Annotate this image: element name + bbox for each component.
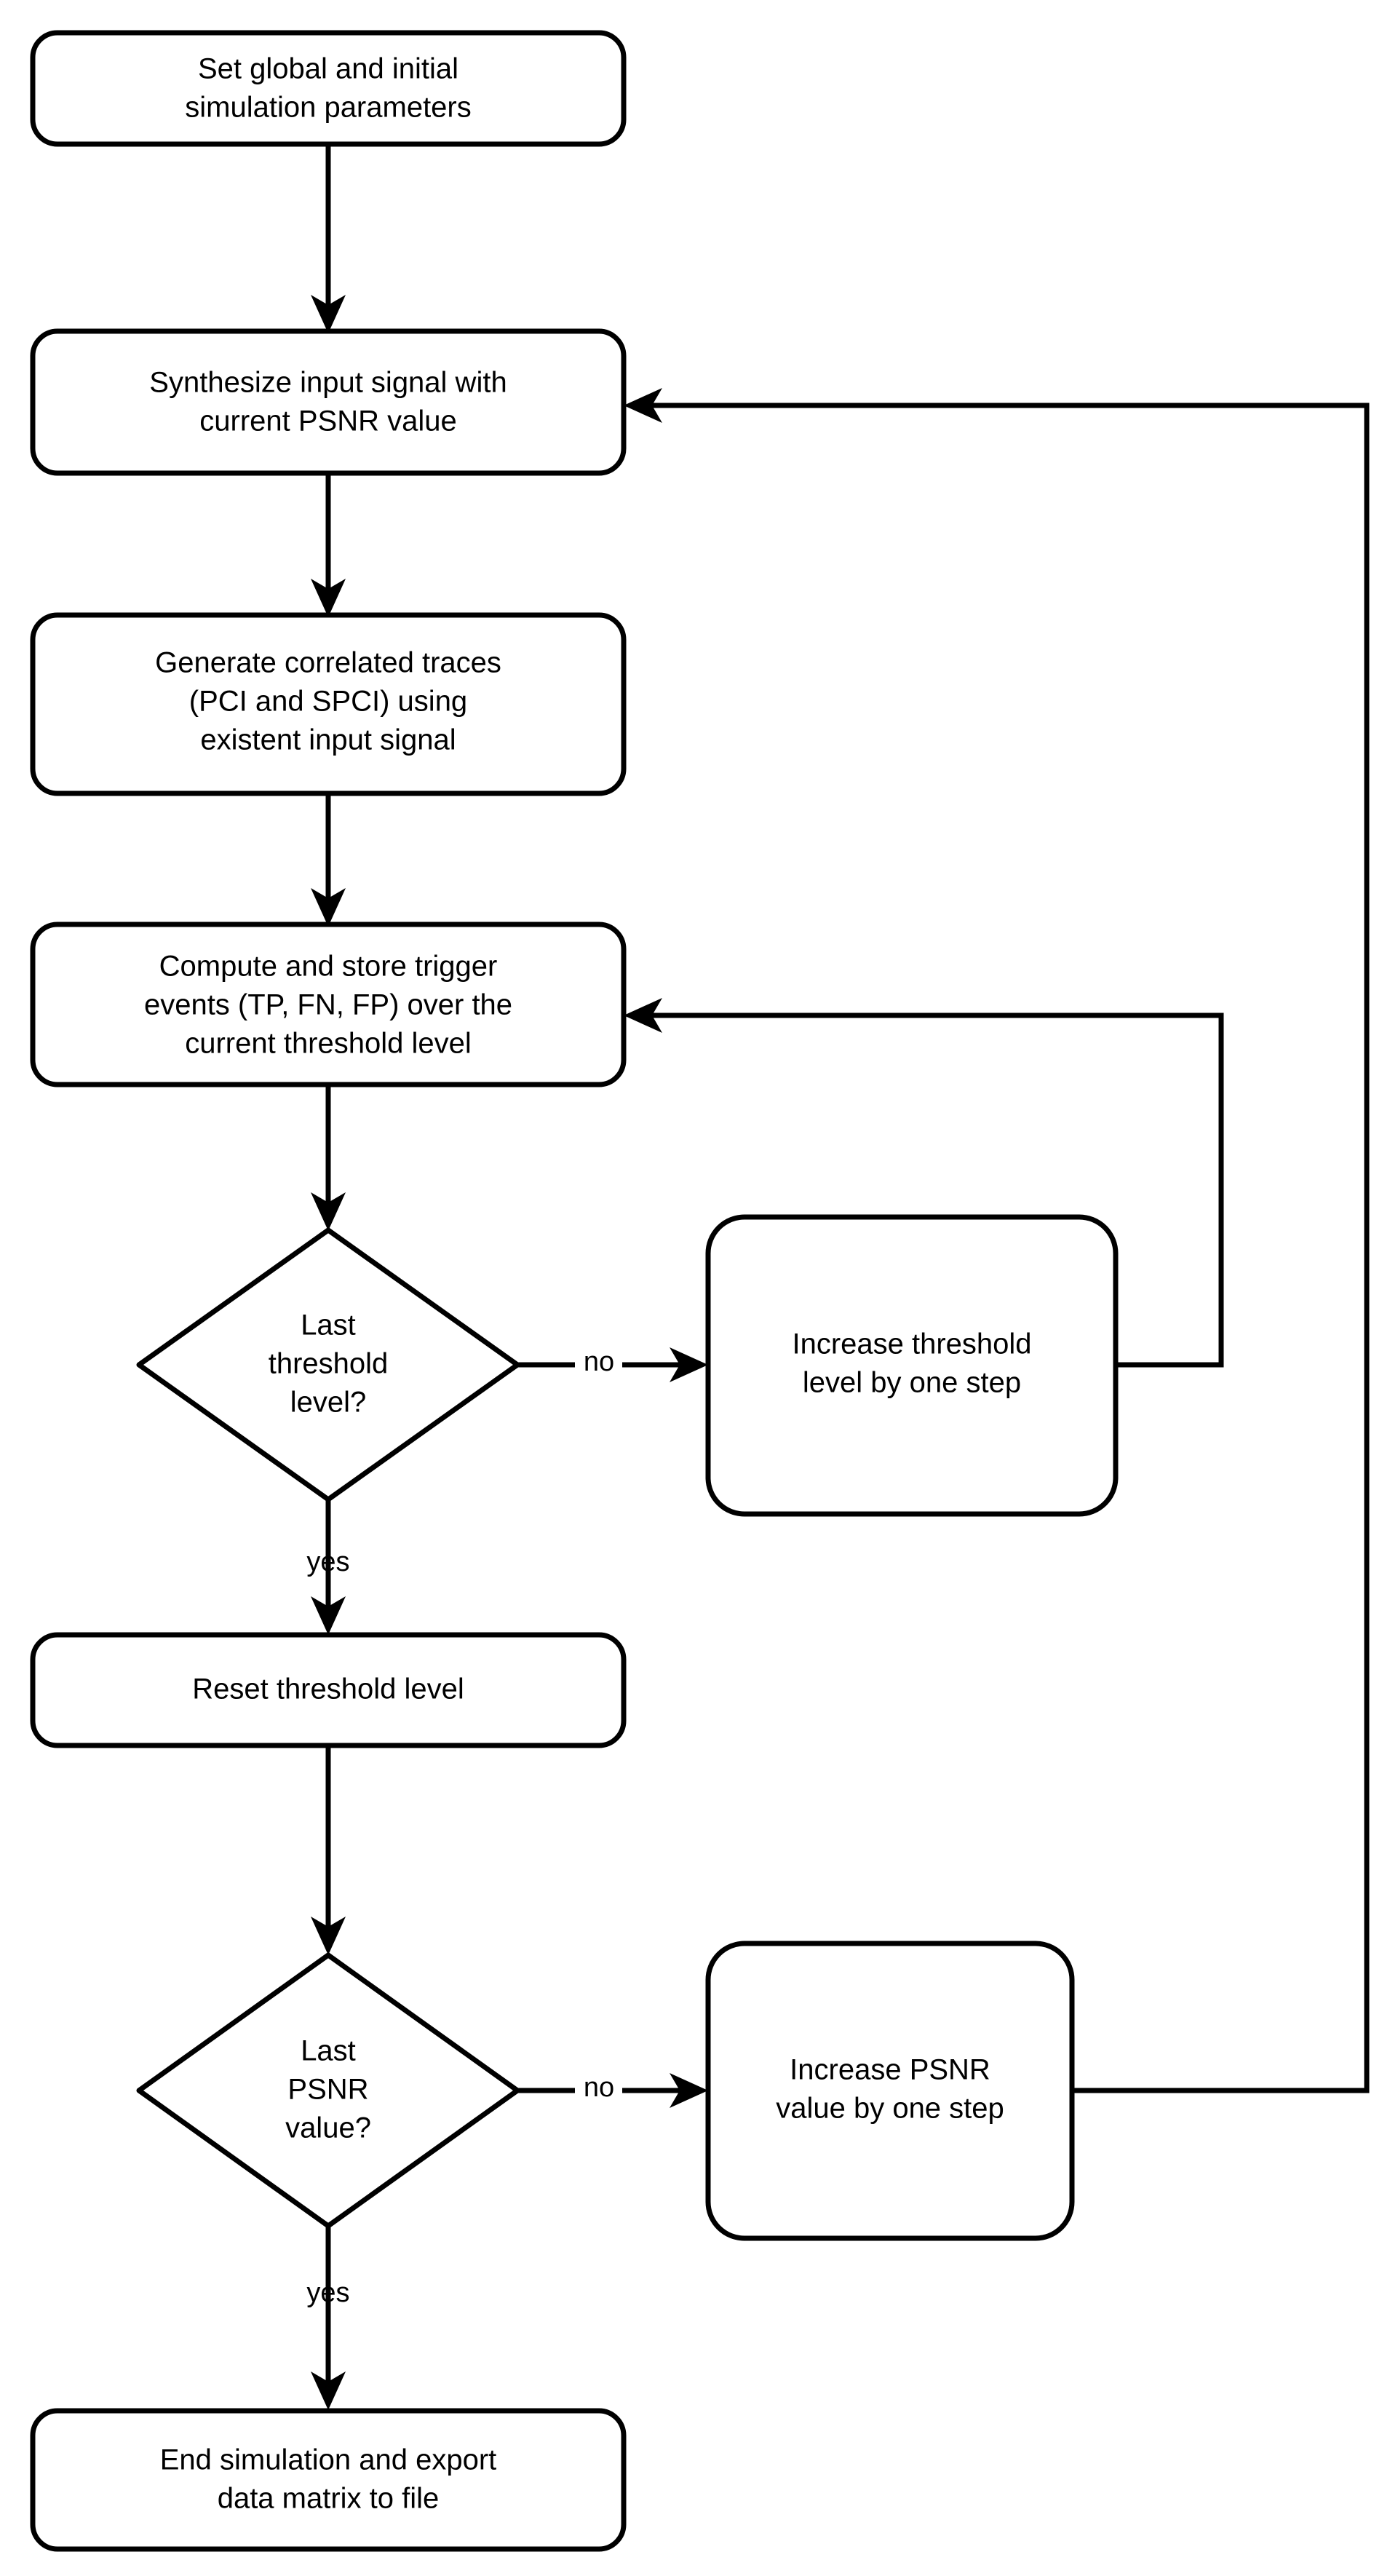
connector-lastpsnr-yes-to-end [311, 2226, 346, 2410]
node-synthesize-signal-shape [30, 328, 627, 476]
node-reset-threshold-shape [30, 1632, 627, 1748]
node-reset-threshold[interactable]: Reset threshold level [30, 1632, 627, 1748]
decision-last-psnr-value-shape [136, 1952, 520, 2229]
connector-setparams-to-synthesize [311, 144, 346, 333]
node-increase-psnr[interactable]: Increase PSNR value by one step [705, 1941, 1075, 2241]
node-increase-psnr-line2: value by one step [776, 2093, 1004, 2125]
connector-lastthreshold-yes-to-reset [311, 1499, 346, 1635]
decision-last-threshold-level-line2: threshold [269, 1348, 389, 1380]
node-set-parameters-line2: simulation parameters [185, 92, 472, 124]
decision-last-psnr-value-line1: Last [301, 2035, 356, 2067]
node-reset-threshold-line1: Reset threshold level [192, 1673, 464, 1705]
node-increase-threshold-line1: Increase threshold [792, 1328, 1031, 1360]
node-synthesize-signal[interactable]: Synthesize input signal with current PSN… [30, 328, 627, 476]
node-generate-traces-line3: existent input signal [200, 724, 456, 756]
node-increase-psnr-shape [705, 1941, 1075, 2241]
decision-last-psnr-value[interactable]: Last PSNR value? [136, 1952, 520, 2229]
node-compute-events-line1: Compute and store trigger [159, 951, 498, 983]
connector-lastthreshold-no-to-increase [517, 1347, 708, 1382]
node-compute-events-shape [30, 922, 627, 1087]
node-end-simulation-line1: End simulation and export [160, 2444, 497, 2476]
edge-label-threshold-no: no [584, 1347, 614, 1377]
connector-reset-to-lastpsnr [311, 1747, 346, 1955]
node-increase-psnr-line1: Increase PSNR [790, 2054, 990, 2086]
node-end-simulation-line2: data matrix to file [218, 2483, 440, 2515]
node-increase-threshold[interactable]: Increase threshold level by one step [705, 1214, 1119, 1517]
node-generate-traces[interactable]: Generate correlated traces (PCI and SPCI… [30, 612, 627, 796]
node-generate-traces-line2: (PCI and SPCI) using [189, 686, 467, 718]
node-synthesize-signal-line1: Synthesize input signal with [149, 367, 507, 399]
decision-last-psnr-value-line2: PSNR [287, 2074, 368, 2106]
node-set-parameters-shape [30, 30, 627, 147]
node-compute-events[interactable]: Compute and store trigger events (TP, FN… [30, 922, 627, 1087]
decision-last-threshold-level[interactable]: Last threshold level? [136, 1227, 520, 1502]
decision-last-psnr-value-line3: value? [285, 2112, 371, 2144]
connector-increasethreshold-loopback [624, 998, 1224, 1368]
connector-synthesize-to-generate [311, 473, 346, 617]
edge-label-psnr-no: no [584, 2072, 614, 2103]
node-generate-traces-shape [30, 612, 627, 796]
decision-last-threshold-level-line1: Last [301, 1309, 356, 1341]
node-compute-events-line2: events (TP, FN, FP) over the [144, 989, 512, 1021]
node-synthesize-signal-line2: current PSNR value [199, 405, 456, 437]
node-set-parameters[interactable]: Set global and initial simulation parame… [30, 30, 627, 147]
node-compute-events-line3: current threshold level [185, 1028, 472, 1060]
connector-compute-to-lastthreshold [311, 1085, 346, 1231]
decision-last-threshold-level-shape [136, 1227, 520, 1502]
edge-label-psnr-yes: yes [306, 2278, 349, 2308]
edge-label-threshold-yes: yes [306, 1547, 349, 1577]
node-end-simulation-shape [30, 2408, 627, 2552]
node-end-simulation[interactable]: End simulation and export data matrix to… [30, 2408, 627, 2552]
connector-lastpsnr-no-to-increasepsnr [517, 2073, 708, 2108]
node-increase-threshold-shape [705, 1214, 1119, 1517]
decision-last-threshold-level-line3: level? [290, 1387, 367, 1419]
node-generate-traces-line1: Generate correlated traces [155, 647, 501, 679]
connector-increasepsnr-loopback [624, 388, 1370, 2093]
node-increase-threshold-line2: level by one step [803, 1367, 1021, 1399]
connector-generate-to-compute [311, 793, 346, 927]
node-set-parameters-line1: Set global and initial [198, 53, 458, 85]
